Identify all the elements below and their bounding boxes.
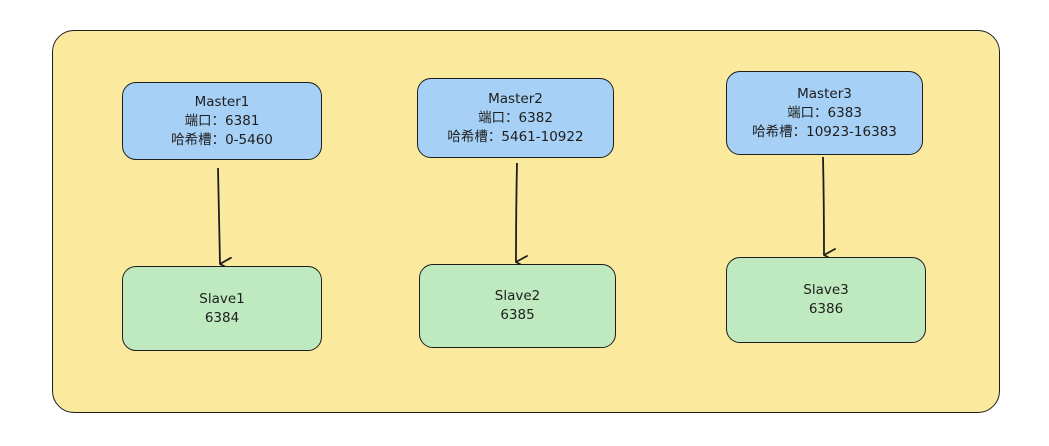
slave2-port: 6385 <box>500 307 535 323</box>
master1-name: Master1 <box>194 93 250 110</box>
master3-slots: 哈希槽：10923-16383 <box>752 123 897 140</box>
slave2-name: Slave2 <box>494 288 541 304</box>
master2-port: 端口：6382 <box>478 109 553 126</box>
master1-port: 端口：6381 <box>184 112 260 129</box>
master1-node: Master1 端口：6381 哈希槽：0-5460 <box>122 82 322 160</box>
slave3-name: Slave3 <box>803 282 849 298</box>
master3-name: Master3 <box>797 85 852 102</box>
master2-slots: 哈希槽：5461-10922 <box>447 128 584 145</box>
slave1-port: 6384 <box>204 309 240 326</box>
slave3-port: 6386 <box>808 301 844 317</box>
master1-slots: 哈希槽：0-5460 <box>171 131 273 148</box>
master2-name: Master2 <box>488 90 543 107</box>
slave1-name: Slave1 <box>199 290 245 307</box>
slave1-node: Slave1 6384 <box>122 266 322 351</box>
slave2-node: Slave2 6385 <box>419 264 616 348</box>
slave3-node: Slave3 6386 <box>726 257 926 343</box>
master2-node: Master2 端口：6382 哈希槽：5461-10922 <box>417 78 614 158</box>
master3-node: Master3 端口：6383 哈希槽：10923-16383 <box>726 71 923 155</box>
master3-port: 端口：6383 <box>787 104 862 121</box>
